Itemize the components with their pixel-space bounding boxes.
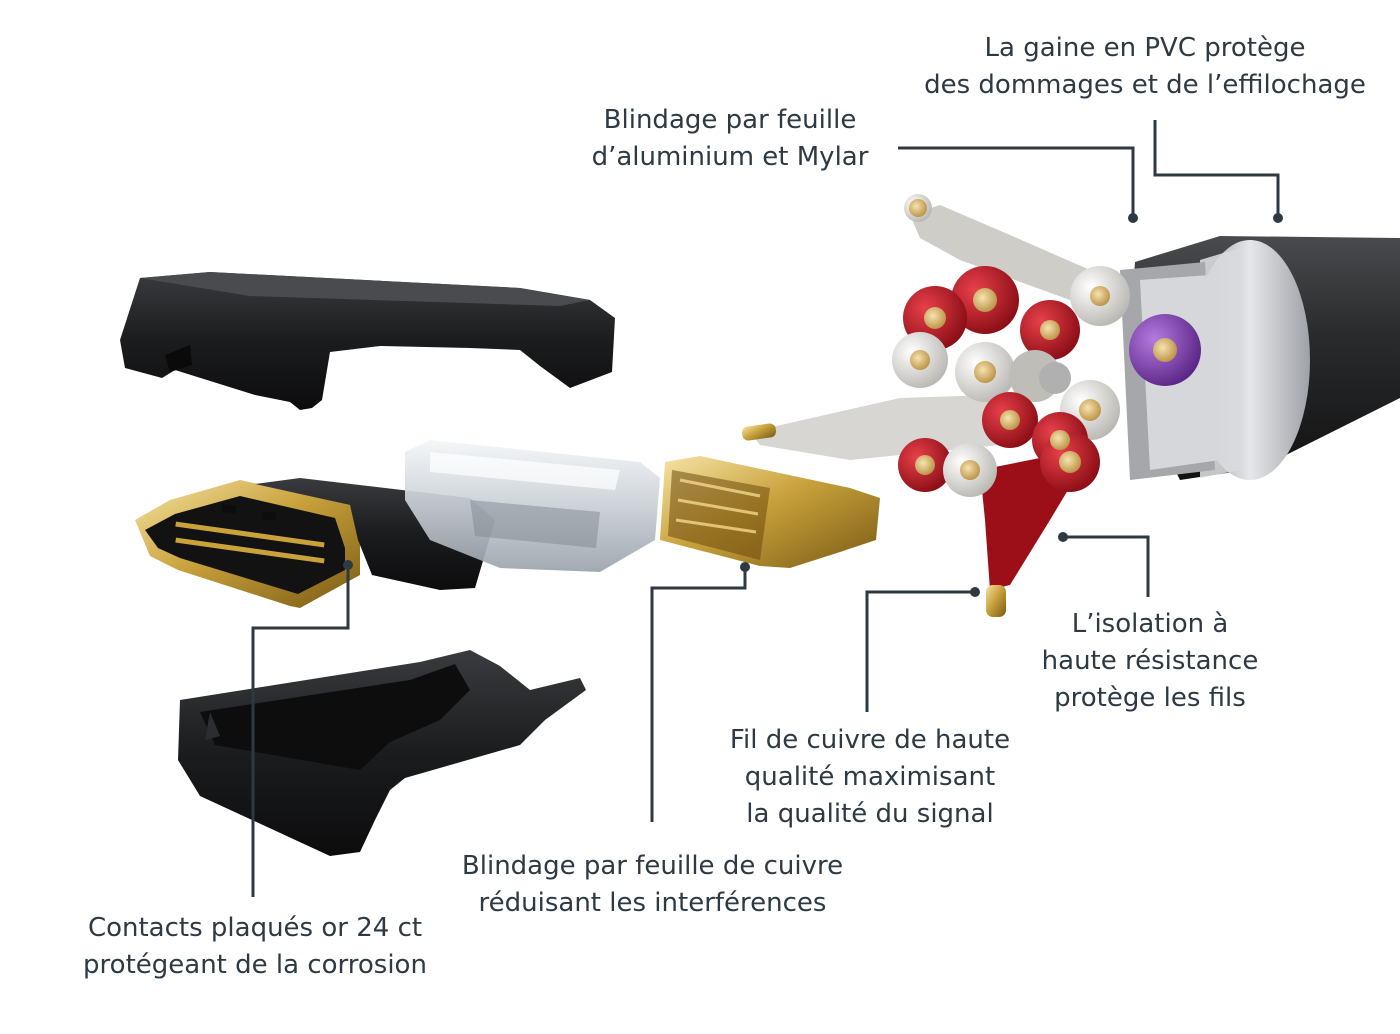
leader-insulation bbox=[1063, 535, 1150, 597]
label-insulation-line1: L’isolation à bbox=[1071, 609, 1229, 639]
label-insulation-line3: protège les fils bbox=[1054, 683, 1246, 713]
clear-inner-housing bbox=[405, 440, 660, 572]
leader-dots bbox=[343, 213, 1283, 597]
label-copper-wire-line2: qualité maximisant bbox=[744, 762, 996, 792]
white-wire-top bbox=[910, 205, 1090, 300]
copper-tip-bottom bbox=[986, 585, 1006, 617]
leader-lines bbox=[251, 120, 1280, 897]
label-foil-shield: Blindage par feuille d’aluminium et Myla… bbox=[560, 102, 900, 176]
leader-copper-wire bbox=[865, 590, 975, 712]
red-wire-long bbox=[980, 458, 1080, 590]
label-foil-shield-line2: d’aluminium et Mylar bbox=[591, 142, 869, 172]
label-foil-shield-line1: Blindage par feuille bbox=[603, 105, 857, 135]
leader-pvc-jacket bbox=[1153, 120, 1280, 218]
top-housing-cover bbox=[120, 272, 615, 410]
leader-copper-shield bbox=[650, 567, 747, 822]
label-gold-contacts-line2: protégeant de la corrosion bbox=[83, 950, 427, 980]
label-insulation: L’isolation à haute résistance protège l… bbox=[1010, 606, 1290, 717]
label-copper-shield-line1: Blindage par feuille de cuivre bbox=[461, 851, 844, 881]
leader-foil-shield bbox=[898, 146, 1135, 218]
copper-foil-shield bbox=[660, 456, 880, 568]
label-copper-wire-line3: la qualité du signal bbox=[746, 799, 994, 829]
label-copper-wire-line1: Fil de cuivre de haute bbox=[729, 725, 1011, 755]
label-pvc-jacket-line2: des dommages et de l’effilochage bbox=[924, 70, 1366, 100]
cable-end bbox=[741, 194, 1400, 617]
label-gold-contacts-line1: Contacts plaqués or 24 ct bbox=[87, 913, 423, 943]
label-copper-shield: Blindage par feuille de cuivre réduisant… bbox=[430, 848, 875, 922]
copper-tip-left bbox=[741, 423, 777, 441]
label-pvc-jacket: La gaine en PVC protège des dommages et … bbox=[900, 30, 1390, 104]
bottom-housing-cover bbox=[178, 650, 586, 856]
label-gold-contacts: Contacts plaqués or 24 ct protégeant de … bbox=[55, 910, 455, 984]
label-insulation-line2: haute résistance bbox=[1041, 646, 1259, 676]
label-copper-wire: Fil de cuivre de haute qualité maximisan… bbox=[700, 722, 1040, 833]
leader-gold-contacts bbox=[251, 565, 350, 897]
contact-pins bbox=[175, 521, 325, 564]
copper-cores bbox=[909, 199, 1177, 480]
hdmi-plug bbox=[135, 478, 495, 608]
label-copper-shield-line2: réduisant les interférences bbox=[478, 888, 827, 918]
label-pvc-jacket-line1: La gaine en PVC protège bbox=[984, 33, 1306, 63]
